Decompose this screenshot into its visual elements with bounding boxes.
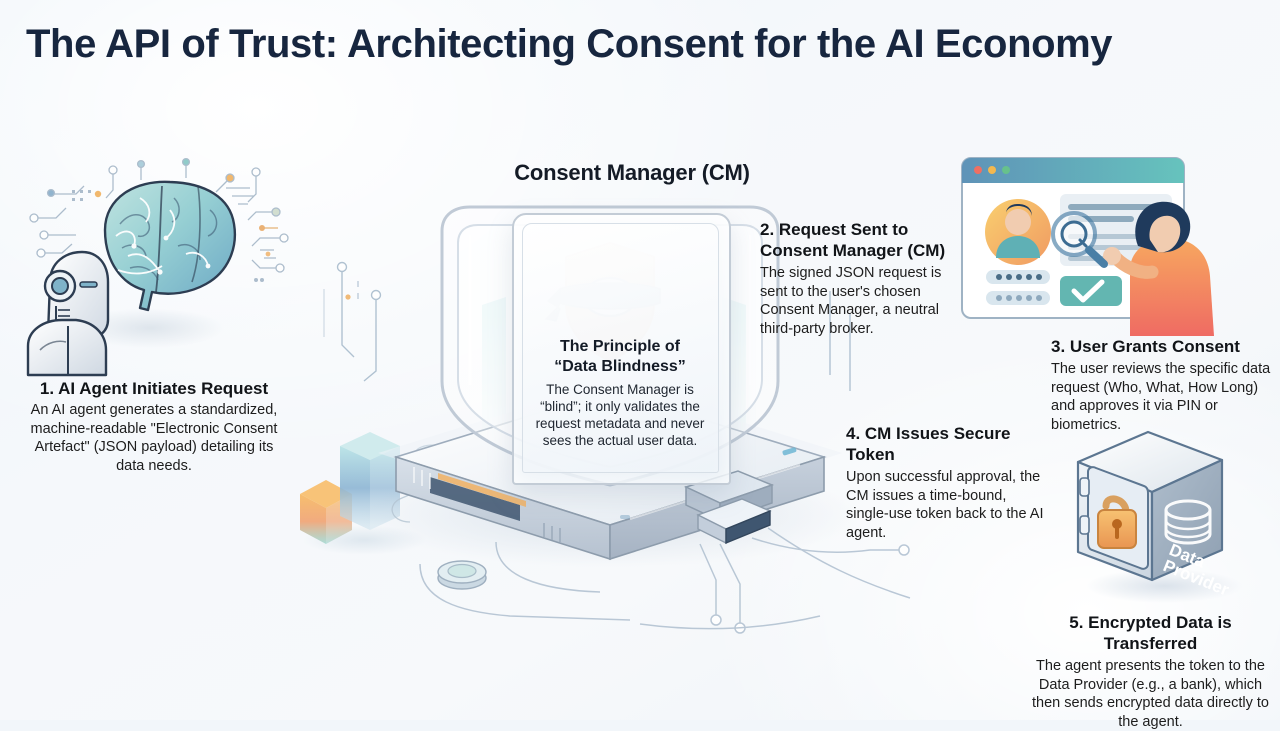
user-person — [1103, 201, 1214, 336]
step-2-body: The signed JSON request is sent to the u… — [760, 265, 942, 337]
step-5-body: The agent presents the token to the Data… — [1032, 658, 1269, 730]
vault-svg: Data Provider — [1076, 430, 1242, 603]
avatar-icon — [985, 199, 1051, 265]
circuit-traces — [29, 157, 289, 282]
ground-shadow — [75, 308, 225, 348]
card-body: The Consent Manager is “blind”; it only … — [535, 382, 705, 448]
minimize-icon — [988, 166, 996, 174]
step-1-body: An AI agent generates a standardized, ma… — [30, 402, 278, 474]
step-4-block: 4. CM Issues Secure Token Upon successfu… — [846, 423, 1046, 542]
padlock-icon — [1097, 495, 1137, 549]
consent-manager-heading: Consent Manager (CM) — [514, 160, 750, 185]
data-provider-vault: Data Provider — [1052, 422, 1276, 610]
step-2-heading: 2. Request Sent to Consent Manager (CM) — [760, 220, 946, 260]
token-port — [683, 470, 775, 545]
step-5-block: 5. Encrypted Data is Transferred The age… — [1024, 612, 1277, 731]
bottom-circuit-network — [419, 527, 911, 634]
step-2-block: 2. Request Sent to Consent Manager (CM) … — [760, 219, 960, 338]
ai-agent-illustration — [10, 150, 300, 377]
maximize-icon — [1002, 166, 1010, 174]
circuit-puck-icon — [437, 560, 487, 590]
pin-entry-rows — [986, 270, 1050, 305]
brain-icon — [103, 180, 237, 312]
brain-robot-svg — [26, 157, 289, 377]
step-3-heading: 3. User Grants Consent — [1051, 337, 1240, 356]
card-heading-line1: The Principle of — [559, 338, 680, 355]
step-1-block: 1. AI Agent Initiates Request An AI agen… — [28, 378, 280, 475]
data-blindness-card: The Principle of “Data Blindness” The Co… — [526, 337, 714, 449]
step-4-body: Upon successful approval, the CM issues … — [846, 469, 1044, 541]
step-1-heading: 1. AI Agent Initiates Request — [39, 379, 269, 398]
robot-head-icon — [26, 250, 110, 377]
glass-panel-inner — [522, 223, 719, 473]
user-consent-ui-illustration — [952, 146, 1278, 336]
checkmark-icon — [1071, 279, 1105, 303]
step-3-block: 3. User Grants Consent The user reviews … — [1051, 336, 1277, 434]
step-5-heading: 5. Encrypted Data is Transferred — [1069, 613, 1232, 653]
step-3-body: The user reviews the specific data reque… — [1051, 361, 1271, 433]
database-cylinder-icon — [1164, 499, 1212, 545]
consent-ui-svg — [961, 157, 1214, 336]
approve-button[interactable] — [1060, 276, 1122, 306]
consent-manager-device: The Principle of “Data Blindness” The Co… — [323, 185, 890, 625]
card-heading-line2: “Data Blindness” — [554, 358, 686, 375]
page-title: The API of Trust: Architecting Consent f… — [26, 22, 1113, 66]
close-icon — [974, 166, 982, 174]
step-4-heading: 4. CM Issues Secure Token — [846, 424, 1011, 464]
magnifier-icon — [1051, 211, 1108, 268]
right-circuit-trace — [829, 291, 851, 391]
left-circuit-trace — [323, 261, 382, 382]
